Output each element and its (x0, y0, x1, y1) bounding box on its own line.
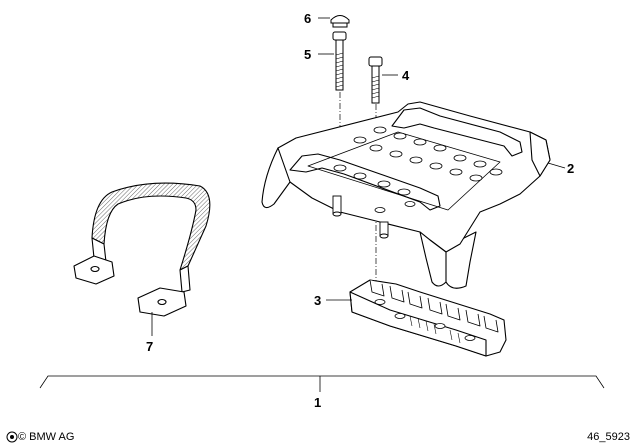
assembly-bracket (39, 375, 605, 389)
rack-holes (333, 126, 503, 213)
bmw-roundel-icon (6, 431, 18, 443)
leader-lines (151, 17, 566, 392)
callout-4[interactable]: 4 (402, 68, 410, 83)
copyright-label: © BMW AG (18, 432, 74, 443)
callout-7[interactable]: 7 (146, 339, 154, 354)
callout-6[interactable]: 6 (304, 11, 312, 26)
copyright-text: © BMW AG (18, 431, 75, 443)
part-6-cap (330, 15, 350, 28)
diagram-reference: 46_5923 (587, 431, 630, 443)
callout-1[interactable]: 1 (314, 395, 322, 410)
callout-2[interactable]: 2 (567, 161, 575, 176)
callout-5[interactable]: 5 (304, 47, 312, 62)
part-2-luggage-rack (261, 101, 551, 289)
part-3-base-plate (349, 279, 507, 357)
part-5-long-bolt (332, 31, 347, 91)
callout-3[interactable]: 3 (314, 293, 322, 308)
part-4-short-bolt (368, 56, 383, 104)
part-7-strap-bracket (73, 182, 211, 317)
rack-studs (332, 195, 389, 239)
